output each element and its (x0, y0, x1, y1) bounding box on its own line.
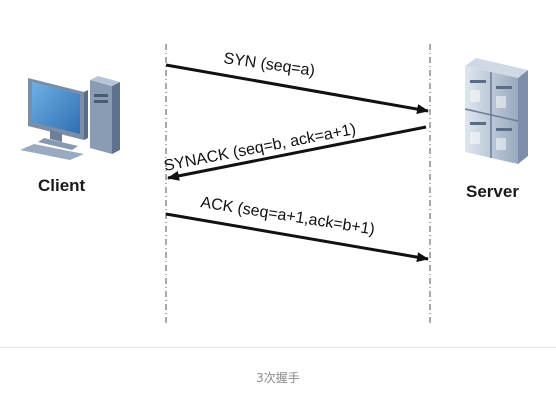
sequence-diagram: SYN (seq=a) SYNACK (seq=b, ack=a+1) ACK … (20, 44, 528, 326)
syn-arrow (165, 63, 429, 115)
ack-arrow (165, 212, 429, 263)
figure-caption: 3次握手 (256, 371, 300, 385)
diagram-area: SYN (seq=a) SYNACK (seq=b, ack=a+1) ACK … (20, 44, 528, 326)
desktop-computer-icon (20, 76, 120, 160)
server-label: Server (466, 182, 519, 201)
caption-divider (0, 347, 556, 348)
synack-arrow (167, 125, 427, 181)
synack-label: SYNACK (seq=b, ack=a+1) (163, 121, 358, 175)
server-rack-icon (464, 58, 528, 164)
syn-label: SYN (seq=a) (222, 50, 316, 80)
ack-label: ACK (seq=a+1,ack=b+1) (199, 194, 376, 238)
client-label: Client (38, 176, 86, 195)
